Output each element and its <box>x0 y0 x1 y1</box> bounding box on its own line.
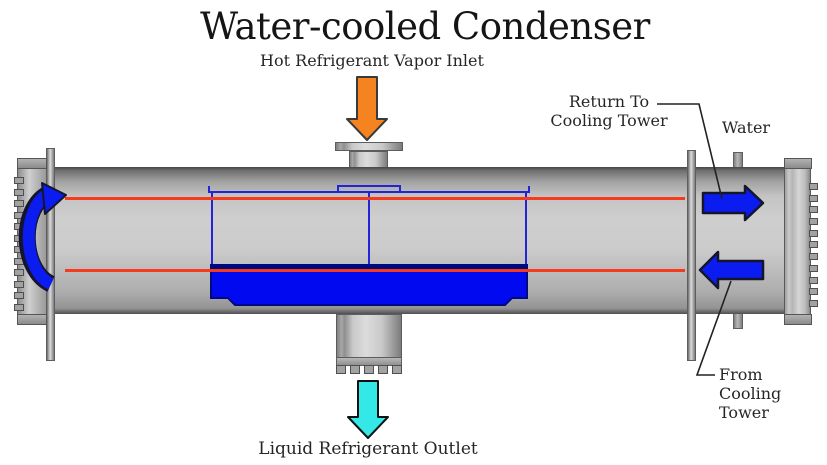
bolt-square <box>14 292 24 300</box>
upper-tube-line <box>65 197 685 200</box>
bolt-square <box>809 288 818 296</box>
bundle-left-edge <box>211 191 213 265</box>
bolt-square <box>809 206 818 214</box>
water-label: Water <box>721 118 771 137</box>
bolt-square <box>809 264 818 272</box>
liquid-outlet-down-arrow-icon <box>347 380 389 439</box>
left-head-top-lip <box>17 158 47 169</box>
bolt-square <box>809 183 818 190</box>
bolt-square <box>14 303 24 311</box>
bolt-square <box>350 365 360 374</box>
bolt-square <box>14 280 24 288</box>
page-title: Water-cooled Condenser <box>200 5 650 48</box>
bolt-square <box>14 269 24 277</box>
bolt-square <box>809 229 818 237</box>
bundle-tab-left-leg <box>337 185 339 193</box>
return-label-line1: Return To <box>568 92 650 111</box>
from-label-line1: From Cooling <box>719 365 782 403</box>
return-label-line2: Cooling Tower <box>550 111 668 130</box>
outlet-nozzle-body <box>336 314 402 358</box>
bundle-center-baffle <box>368 192 370 265</box>
bolt-square <box>14 188 24 196</box>
bolt-square <box>14 257 24 265</box>
right-bottom-stud <box>733 313 743 329</box>
bolt-square <box>14 234 24 242</box>
inlet-nozzle-neck <box>349 151 388 168</box>
bolt-square <box>809 194 818 202</box>
bolt-square <box>378 365 388 374</box>
inlet-nozzle-flange <box>335 142 403 151</box>
hot-vapor-down-arrow-icon <box>346 76 388 141</box>
right-head-bolts <box>809 183 818 307</box>
left-head-bottom-lip <box>17 314 47 325</box>
bundle-top-left-tick <box>208 186 210 193</box>
bolt-square <box>809 299 818 307</box>
return-to-cooling-tower-label: Return To Cooling Tower <box>543 92 675 130</box>
pool-shape <box>210 264 528 306</box>
bundle-tab-right-leg <box>399 185 401 193</box>
bolt-square <box>336 365 346 374</box>
bundle-top-right-tick <box>528 186 530 193</box>
bolt-square <box>809 276 818 284</box>
liquid-refrigerant-outlet-label: Liquid Refrigerant Outlet <box>258 439 478 459</box>
hot-refrigerant-vapor-inlet-label: Hot Refrigerant Vapor Inlet <box>260 51 484 70</box>
left-head-bolts <box>14 177 24 311</box>
lower-tube-line <box>65 269 685 272</box>
left-tubesheet-flange <box>46 148 55 361</box>
right-head-bottom-lip <box>784 314 812 325</box>
bolt-square <box>14 177 24 184</box>
bolt-square <box>392 365 402 374</box>
bundle-top-tab <box>337 185 401 187</box>
bolt-square <box>809 253 818 261</box>
bolt-square <box>809 218 818 226</box>
right-top-stud <box>733 152 743 168</box>
right-head-cap <box>784 158 811 325</box>
pool-surface-line <box>212 265 527 269</box>
from-label-line2: Tower <box>719 403 769 422</box>
right-head-top-lip <box>784 158 812 169</box>
right-tubesheet-flange <box>687 150 696 361</box>
bolt-square <box>14 246 24 254</box>
outlet-nozzle-bolts <box>336 365 402 374</box>
bolt-square <box>14 223 24 231</box>
bolt-square <box>14 200 24 208</box>
bolt-square <box>364 365 374 374</box>
from-cooling-tower-label: From Cooling Tower <box>719 365 827 422</box>
liquid-refrigerant-pool <box>210 264 528 306</box>
bolt-square <box>809 241 818 249</box>
bundle-right-edge <box>525 191 527 265</box>
bolt-square <box>14 211 24 219</box>
